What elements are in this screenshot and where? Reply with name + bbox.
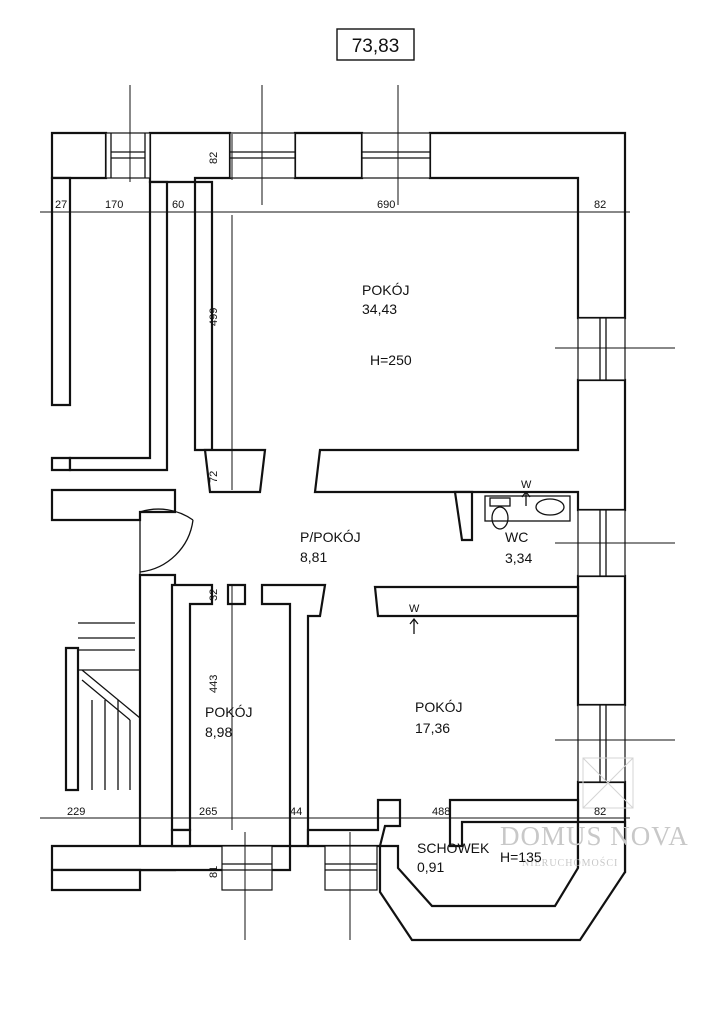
- room-pokoj-small-name: POKÓJ: [205, 704, 252, 720]
- dim-bottom-265: 265: [199, 806, 217, 818]
- walls: [50, 131, 627, 942]
- room-wc-area: 3,34: [505, 550, 532, 566]
- dim-vert-81: 81: [208, 866, 220, 878]
- total-area-label: 73,83: [352, 36, 400, 57]
- dim-top-60: 60: [172, 199, 184, 211]
- dim-bottom-44: 44: [290, 806, 302, 818]
- dim-bottom-229: 229: [67, 806, 85, 818]
- hall-w-marker: W: [409, 603, 420, 615]
- dim-top-82: 82: [594, 199, 606, 211]
- dim-vert-499: 499: [208, 308, 220, 326]
- room-pokoj-large-height: H=250: [370, 352, 412, 368]
- staircase: [78, 622, 141, 790]
- room-pokoj-large-name: POKÓJ: [362, 282, 409, 298]
- wc-fixtures: [484, 495, 571, 530]
- dim-vert-82: 82: [208, 152, 220, 164]
- watermark-sub: NIERUCHOMOŚCI: [522, 857, 618, 869]
- dim-top-27: 27: [55, 199, 67, 211]
- room-hall-name: P/POKÓJ: [300, 529, 361, 545]
- room-hall-area: 8,81: [300, 549, 327, 565]
- entrance-door: [139, 508, 194, 575]
- wc-w-marker: W: [521, 479, 532, 491]
- room-schowek-area: 0,91: [417, 859, 444, 875]
- room-pokoj-medium-area: 17,36: [415, 720, 450, 736]
- dim-bottom-82: 82: [594, 806, 606, 818]
- dimension-lines: [40, 85, 675, 940]
- total-area-box: 73,83: [336, 28, 415, 61]
- watermark: DOMUS NOVA NIERUCHOMOŚCI: [500, 757, 689, 869]
- dim-vert-72: 72: [208, 471, 220, 483]
- dim-vert-443: 443: [208, 675, 220, 693]
- room-pokoj-medium-name: POKÓJ: [415, 699, 462, 715]
- room-pokoj-small-area: 8,98: [205, 724, 232, 740]
- dim-top-170: 170: [105, 199, 123, 211]
- dim-top-690: 690: [377, 199, 395, 211]
- dim-vert-32: 32: [208, 589, 220, 601]
- dimension-labels: 27 170 60 690 82 82 499 72 32 443 229 26…: [55, 152, 606, 878]
- room-schowek-height: H=135: [500, 849, 542, 865]
- watermark-brand: DOMUS NOVA: [500, 821, 689, 851]
- room-schowek-name: SCHOWEK: [417, 840, 490, 856]
- w-markers: W W: [409, 479, 532, 634]
- room-pokoj-large-area: 34,43: [362, 301, 397, 317]
- dim-bottom-488: 488: [432, 806, 450, 818]
- room-wc-name: WC: [505, 529, 528, 545]
- room-labels: POKÓJ 34,43 H=250 P/POKÓJ 8,81 WC 3,34 P…: [205, 282, 542, 875]
